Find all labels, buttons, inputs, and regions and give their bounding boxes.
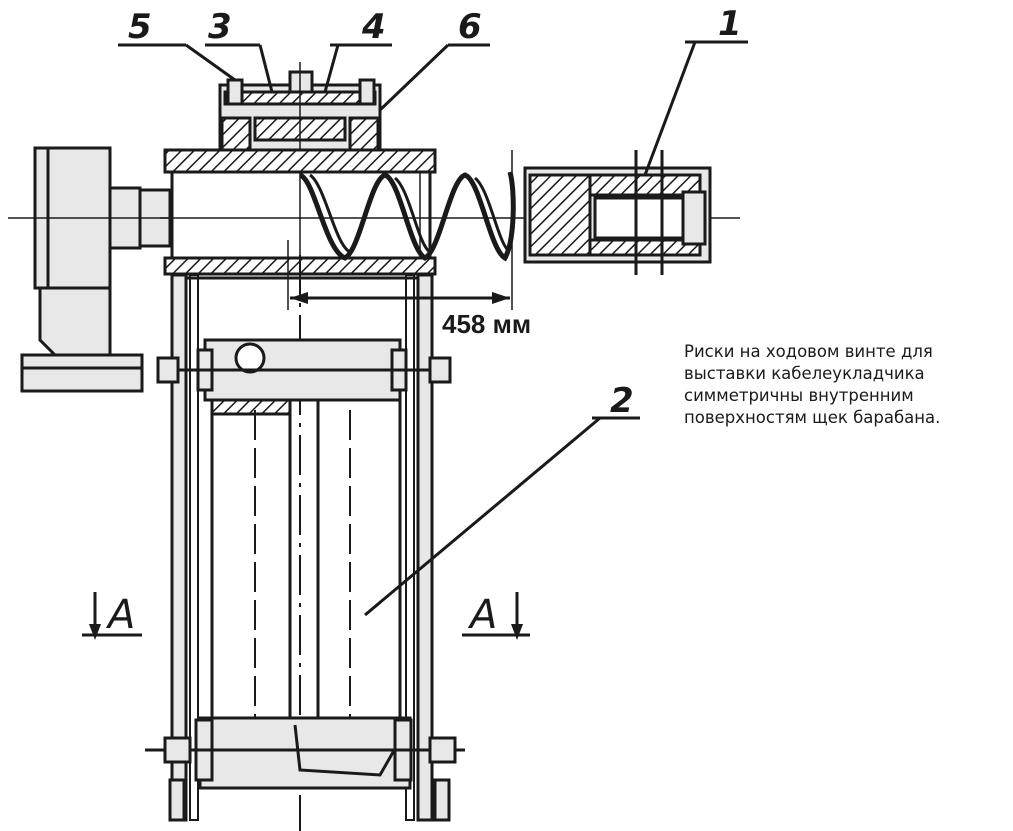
callout-4: 4	[361, 7, 386, 47]
section-label-left: A	[105, 592, 135, 638]
callout-leaders	[118, 40, 748, 617]
section-marker-left	[82, 592, 142, 640]
callout-1: 1	[718, 4, 742, 44]
section-label-right: A	[467, 592, 497, 638]
screw-housing	[218, 62, 382, 170]
upper-roller	[156, 338, 452, 402]
callout-2: 2	[610, 381, 634, 421]
note-line: поверхностям щек барабана.	[684, 408, 941, 427]
annotation-note: Риски на ходовом винте для выставки кабе…	[684, 341, 1004, 429]
note-line: симметричны внутренним	[684, 386, 914, 405]
callout-5: 5	[128, 7, 152, 47]
section-marker-right	[462, 592, 530, 640]
dimension-458	[287, 150, 513, 310]
drum	[210, 398, 402, 727]
callout-6: 6	[458, 7, 482, 47]
lead-screw-tube	[160, 148, 740, 276]
dimension-label: 458 мм	[442, 309, 531, 339]
callout-3: 3	[208, 7, 232, 47]
lower-roller	[145, 716, 465, 822]
end-cap	[523, 150, 712, 275]
gear-motor	[8, 146, 175, 393]
note-line: Риски на ходовом винте для	[684, 342, 933, 361]
note-line: выставки кабелеукладчика	[684, 364, 925, 383]
